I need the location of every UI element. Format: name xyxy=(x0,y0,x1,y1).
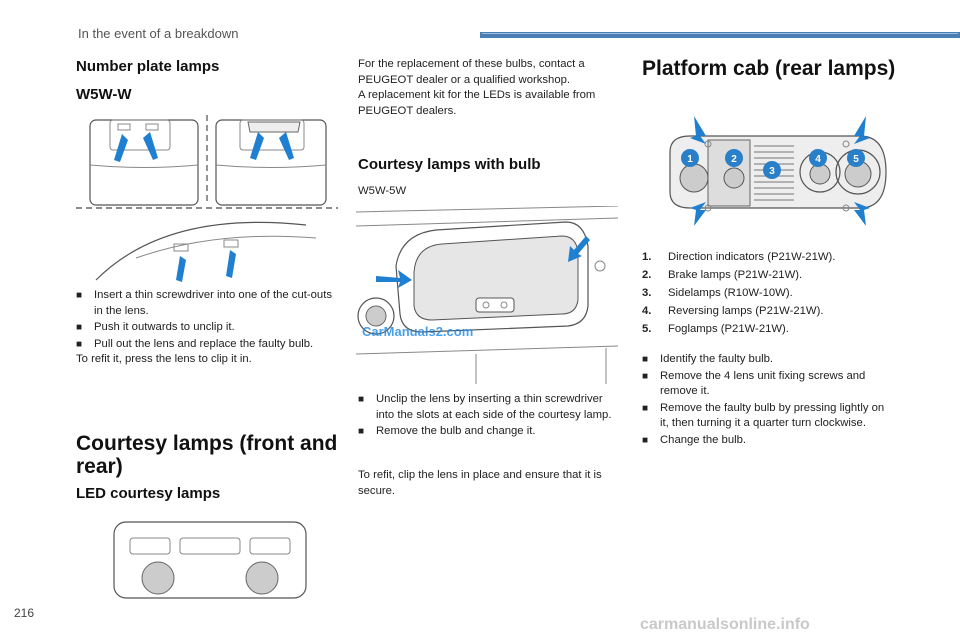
rear-lamp-illustration: 1 2 3 4 5 xyxy=(669,116,887,226)
courtesy-lamp-bulb-illustration xyxy=(356,206,619,384)
list-item: ■Remove the 4 lens unit fixing screws an… xyxy=(642,369,866,398)
header-accent-bar xyxy=(480,32,960,38)
dealer-note: For the replacement of these bulbs, cont… xyxy=(358,58,596,117)
list-item: 1.Direction indicators (P21W-21W). xyxy=(642,251,836,263)
section-title-number-plate: Number plate lamps xyxy=(76,58,220,75)
list-item: ■Insert a thin screwdriver into one of t… xyxy=(76,289,332,317)
list-item: ■Change the bulb. xyxy=(642,433,894,449)
section-title-courtesy: Courtesy lamps (front and rear) xyxy=(76,432,338,478)
svg-text:3: 3 xyxy=(769,166,775,177)
list-item: ■Unclip the lens by inserting a thin scr… xyxy=(358,393,612,421)
bullet-icon: ■ xyxy=(642,434,649,446)
bullet-icon: ■ xyxy=(76,322,83,334)
header-accent-line xyxy=(482,33,958,34)
bullet-icon: ■ xyxy=(76,290,83,301)
section-title-platform-cab: Platform cab (rear lamps) xyxy=(642,57,896,80)
svg-text:5: 5 xyxy=(853,154,859,165)
bulb-type-courtesy: W5W-5W xyxy=(358,185,407,197)
svg-text:1: 1 xyxy=(687,154,693,165)
footer-watermark: carmanualsonline.info xyxy=(640,616,810,633)
number-plate-lamp-illustration xyxy=(76,115,338,282)
bullet-icon: ■ xyxy=(76,338,83,350)
bullet-icon: ■ xyxy=(358,426,365,438)
watermark-text: CarManuals2.com xyxy=(362,324,474,339)
led-courtesy-lamp-illustration xyxy=(113,521,307,599)
list-item: 3.Sidelamps (R10W-10W). xyxy=(642,287,793,299)
rear-lamp-steps: ■Identify the faulty bulb. ■Remove the 4… xyxy=(642,352,894,450)
section-title-bulb-courtesy: Courtesy lamps with bulb xyxy=(358,156,541,173)
list-item: 5.Foglamps (P21W-21W). xyxy=(642,323,789,335)
list-item: ■Remove the faulty bulb by pressing ligh… xyxy=(642,401,885,430)
bullet-icon: ■ xyxy=(642,354,649,365)
list-item: 2.Brake lamps (P21W-21W). xyxy=(642,269,803,281)
bullet-icon: ■ xyxy=(642,402,649,414)
lamp-number-badges: 1 2 3 4 5 xyxy=(681,149,865,179)
bullet-icon: ■ xyxy=(358,394,365,405)
page-number: 216 xyxy=(14,606,35,620)
svg-text:4: 4 xyxy=(815,154,821,165)
courtesy-bulb-refit: To refit, clip the lens in place and ens… xyxy=(358,469,602,497)
list-item: 4.Reversing lamps (P21W-21W). xyxy=(642,305,824,317)
courtesy-bulb-steps: ■Unclip the lens by inserting a thin scr… xyxy=(358,392,622,441)
subsection-title-led: LED courtesy lamps xyxy=(76,485,221,502)
number-plate-refit: To refit it, press the lens to clip it i… xyxy=(76,353,252,365)
number-plate-steps: ■Insert a thin screwdriver into one of t… xyxy=(76,288,338,353)
bullet-icon: ■ xyxy=(642,370,649,382)
bulb-type-number-plate: W5W-W xyxy=(76,86,132,103)
lamp-list: 1.Direction indicators (P21W-21W). 2.Bra… xyxy=(642,250,942,340)
list-item: ■Pull out the lens and replace the fault… xyxy=(76,337,338,353)
list-item: ■Push it outwards to unclip it. xyxy=(76,320,338,336)
svg-text:2: 2 xyxy=(731,154,737,165)
list-item: ■Identify the faulty bulb. xyxy=(642,352,894,368)
list-item: ■Remove the bulb and change it. xyxy=(358,424,622,440)
running-header: In the event of a breakdown xyxy=(78,26,239,41)
